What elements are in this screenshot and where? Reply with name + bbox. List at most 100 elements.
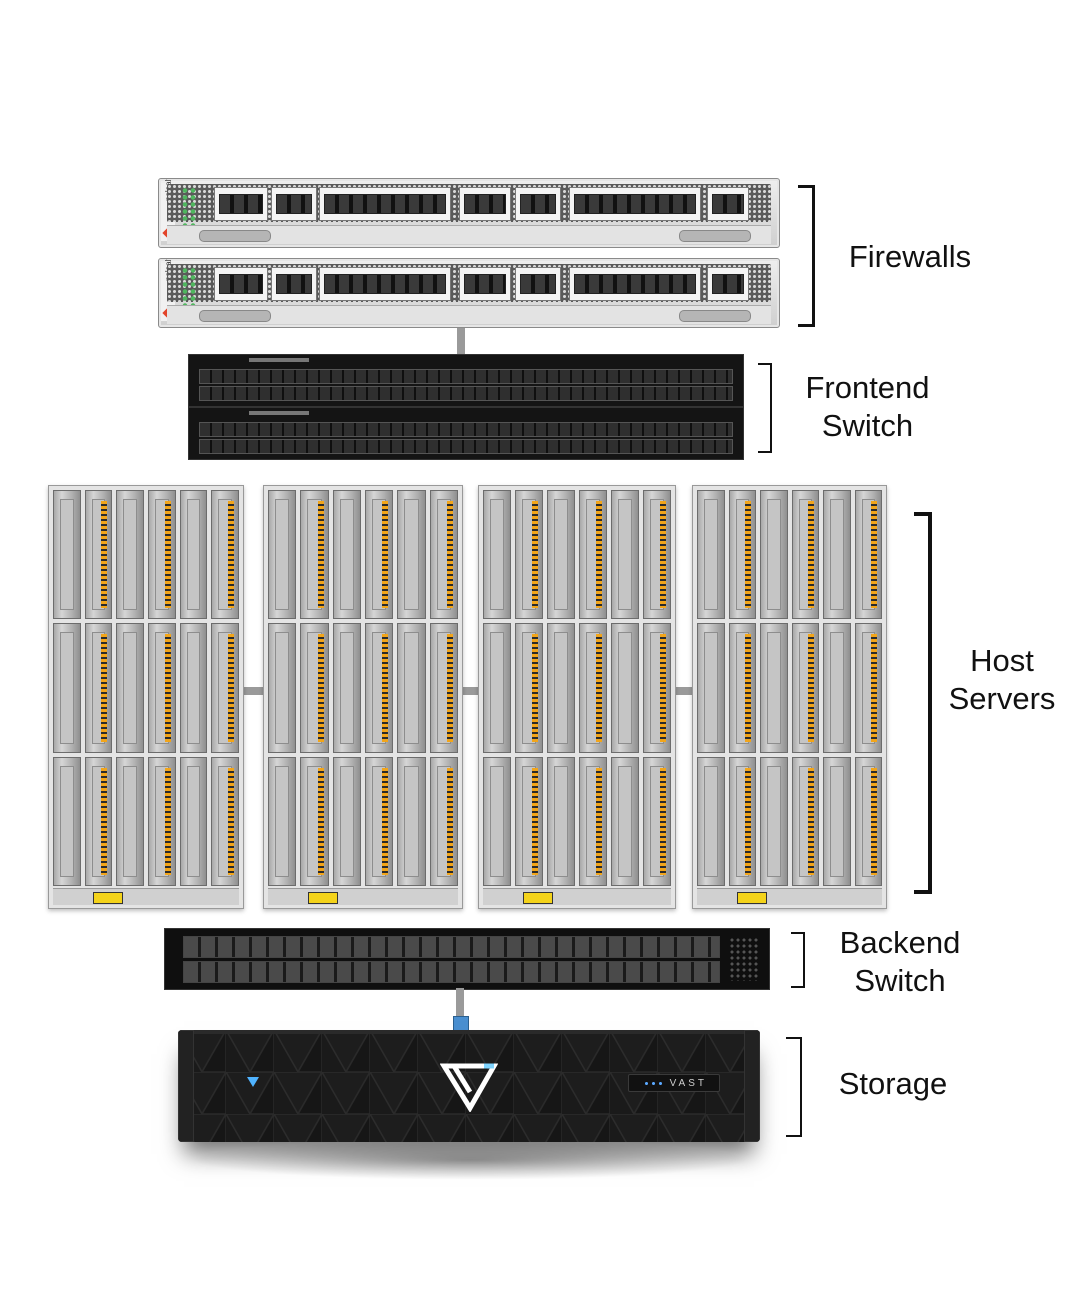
frontend-switch-bracket — [758, 363, 772, 453]
warning-label-icon — [523, 892, 553, 904]
warning-label-icon — [737, 892, 767, 904]
switch-port-row — [199, 422, 733, 437]
drive-bay — [147, 490, 176, 620]
host-servers-label: Host Servers — [948, 643, 1056, 716]
warning-label-icon — [93, 892, 123, 904]
frontend-switch-unit-1 — [188, 354, 744, 407]
connector-cable — [457, 328, 465, 354]
storage-shadow — [190, 1140, 750, 1180]
drive-bay — [397, 756, 426, 886]
blue-triangle-led-icon — [247, 1077, 259, 1087]
drive-bay — [147, 623, 176, 753]
drive-bay — [116, 623, 144, 753]
drive-bay — [429, 490, 458, 620]
drive-bay — [53, 490, 81, 620]
frontend-switch — [0, 0, 1080, 470]
sfp-port-group — [459, 187, 511, 221]
status-leds-icon — [181, 267, 197, 312]
sfp-port-group — [214, 267, 268, 301]
drive-bay — [179, 756, 208, 886]
connector-cable — [460, 687, 482, 695]
firewall-handle — [199, 230, 271, 242]
drive-bay — [365, 623, 394, 753]
dell-logo-icon — [249, 358, 309, 362]
switch-port-row — [199, 369, 733, 384]
drive-bay — [365, 490, 394, 620]
drive-bay — [179, 490, 208, 620]
sfp-port-group — [319, 267, 451, 301]
drive-bay — [728, 623, 756, 753]
drive-bay — [854, 490, 882, 620]
drive-bay — [483, 490, 511, 620]
drive-bay — [332, 490, 361, 620]
status-leds-icon — [181, 187, 197, 232]
status-dots-icon — [643, 1082, 665, 1085]
drive-bay — [211, 756, 239, 886]
sfp-port-group — [707, 187, 749, 221]
storage-rack-ear — [178, 1030, 194, 1142]
storage-rack-ear — [744, 1030, 760, 1142]
drive-bay — [854, 756, 882, 886]
drive-bay — [823, 623, 851, 753]
drive-bay — [332, 756, 361, 886]
host-server-4 — [692, 485, 887, 909]
sfp-port-group — [569, 187, 701, 221]
firewall-handle — [679, 310, 751, 322]
drive-bay — [611, 490, 639, 620]
drive-bay — [579, 756, 607, 886]
host-servers-bracket — [914, 512, 932, 894]
sfp-port-group — [271, 187, 317, 221]
frontend-switch-label: Frontend Switch — [805, 370, 930, 443]
backend-switch-bracket — [791, 932, 805, 988]
drive-bay — [116, 756, 144, 886]
drive-bay — [268, 623, 297, 753]
drive-bay — [643, 756, 671, 886]
drive-bay — [365, 756, 394, 886]
backend-switch-label: Backend Switch — [839, 925, 961, 998]
firewall-unit-1: paloalto — [158, 178, 780, 248]
firewalls-bracket — [798, 185, 815, 327]
storage-bracket — [786, 1037, 802, 1137]
switch-vent-icon — [729, 937, 759, 981]
drive-bay — [147, 756, 176, 886]
sfp-port-group — [707, 267, 749, 301]
connector-cable — [240, 687, 266, 695]
drive-bay — [300, 623, 329, 753]
backend-switch — [164, 928, 770, 990]
drive-bay — [697, 490, 725, 620]
switch-port-row — [183, 936, 720, 958]
drive-bay — [179, 623, 208, 753]
dell-logo-icon — [249, 411, 309, 415]
drive-bay — [429, 756, 458, 886]
drive-bay — [483, 623, 511, 753]
firewall-unit-2: paloalto — [158, 258, 780, 328]
storage-label: Storage — [838, 1066, 948, 1101]
drive-bay — [697, 756, 725, 886]
drive-bay — [300, 756, 329, 886]
drive-bay — [760, 490, 788, 620]
connector-cable — [672, 687, 694, 695]
drive-bay — [791, 756, 819, 886]
drive-bay — [823, 490, 851, 620]
drive-bay — [643, 623, 671, 753]
drive-bay — [84, 490, 113, 620]
drive-bay — [643, 490, 671, 620]
sfp-port-group — [214, 187, 268, 221]
connector-cable — [456, 988, 464, 1018]
drive-bay — [579, 490, 607, 620]
drive-bay — [611, 756, 639, 886]
drive-bay — [429, 623, 458, 753]
drive-bay — [53, 623, 81, 753]
switch-port-row — [199, 439, 733, 454]
sfp-port-group — [515, 267, 561, 301]
firewalls-label: Firewalls — [848, 239, 972, 274]
drive-bay — [84, 623, 113, 753]
storage-array: VAST — [178, 1030, 760, 1142]
drive-bay — [483, 756, 511, 886]
drive-bay — [211, 490, 239, 620]
drive-bay — [268, 490, 297, 620]
drive-bay — [760, 623, 788, 753]
sfp-port-group — [459, 267, 511, 301]
drive-bay — [53, 756, 81, 886]
drive-bay — [547, 623, 575, 753]
